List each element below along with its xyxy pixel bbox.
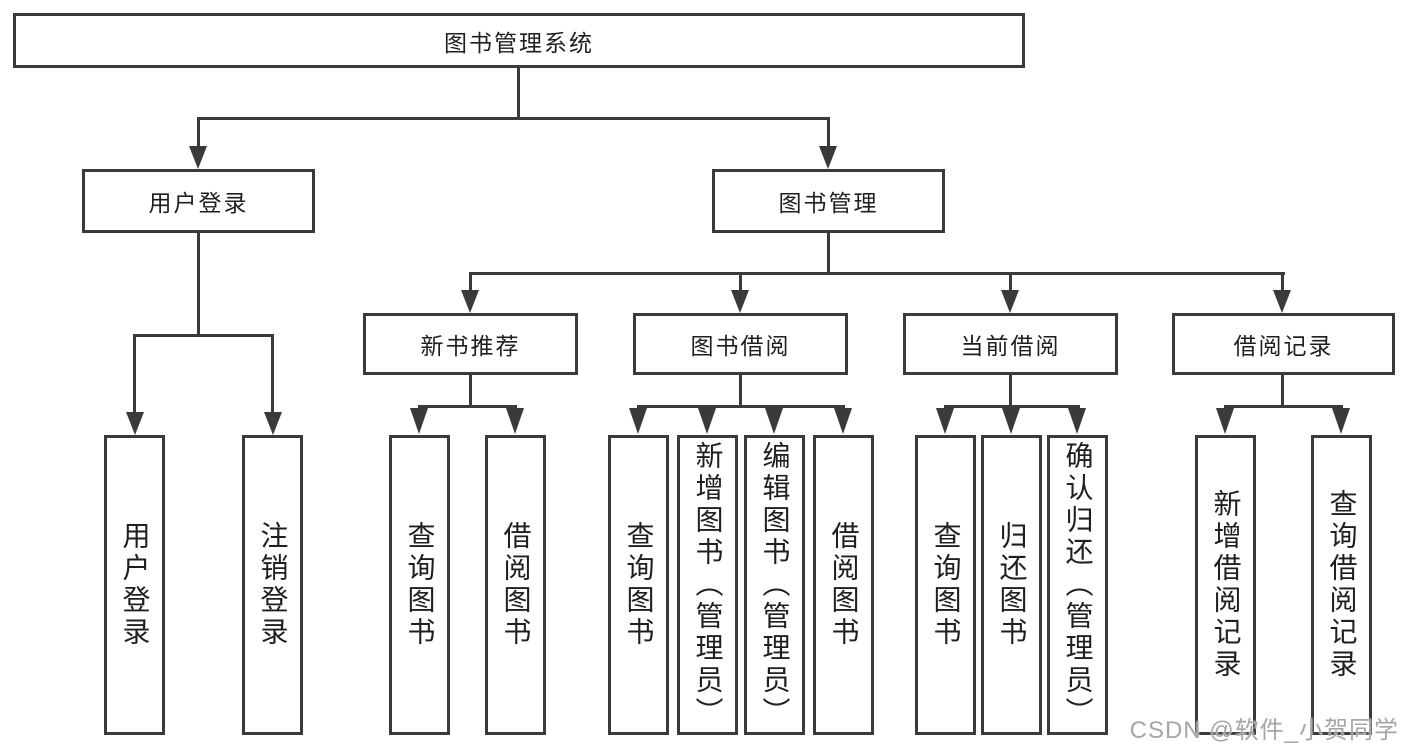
connector-line	[827, 233, 830, 274]
connector-line	[739, 272, 742, 292]
node-new-book-recommendation: 新书推荐	[363, 313, 578, 375]
node-user-login: 用户登录	[82, 169, 315, 233]
connector-line	[197, 117, 830, 120]
node-new-book-recommendation-label: 新书推荐	[420, 333, 521, 359]
leaf-borrow-add-books-admin-label: 新增图书（管理员）	[692, 441, 724, 729]
leaf-borrow-edit-books-admin-label: 编辑图书（管理员）	[759, 441, 791, 729]
node-library-management-system-label: 图书管理系统	[444, 29, 594, 56]
connector-line	[739, 375, 742, 406]
arrow-down-icon	[1216, 408, 1234, 434]
arrow-down-icon	[506, 408, 524, 434]
arrow-down-icon	[410, 408, 428, 434]
leaf-record-add-borrow-record: 新增借阅记录	[1195, 435, 1256, 735]
connector-line	[271, 334, 274, 414]
leaf-record-query-borrow-record-label: 查询借阅记录	[1326, 489, 1358, 681]
leaf-borrow-edit-books-admin: 编辑图书（管理员）	[744, 435, 805, 735]
connector-line	[197, 117, 200, 150]
leaf-current-return-books-label: 归还图书	[996, 521, 1028, 649]
arrow-down-icon	[765, 408, 783, 434]
node-book-management-label: 图书管理	[778, 190, 879, 216]
node-user-login-label: 用户登录	[148, 190, 249, 216]
leaf-current-query-books: 查询图书	[915, 435, 976, 735]
leaf-current-query-books-label: 查询图书	[930, 521, 962, 649]
arrow-down-icon	[936, 408, 954, 434]
arrow-down-icon	[629, 408, 647, 434]
arrow-down-icon	[461, 290, 479, 313]
leaf-record-add-borrow-record-label: 新增借阅记录	[1210, 489, 1242, 681]
leaf-current-confirm-return-admin: 确认归还（管理员）	[1047, 435, 1108, 735]
connector-line	[1281, 272, 1284, 292]
leaf-user-login: 用户登录	[104, 435, 165, 735]
node-current-borrowing-label: 当前借阅	[960, 333, 1061, 359]
connector-line	[1009, 272, 1012, 292]
leaf-borrow-query-books-label: 查询图书	[623, 521, 655, 649]
arrow-down-icon	[819, 146, 837, 169]
leaf-borrow-borrow-books: 借阅图书	[813, 435, 874, 735]
leaf-recommend-query-books-label: 查询图书	[404, 521, 436, 649]
leaf-logout-label: 注销登录	[257, 521, 289, 649]
arrow-down-icon	[698, 408, 716, 434]
leaf-user-login-label: 用户登录	[119, 521, 151, 649]
leaf-borrow-add-books-admin: 新增图书（管理员）	[677, 435, 738, 735]
connector-line	[1224, 405, 1343, 408]
arrow-down-icon	[834, 408, 852, 434]
leaf-borrow-query-books: 查询图书	[608, 435, 669, 735]
arrow-down-icon	[731, 290, 749, 313]
arrow-down-icon	[1332, 408, 1350, 434]
node-borrowing-records-label: 借阅记录	[1233, 333, 1334, 359]
connector-line	[133, 334, 136, 414]
node-current-borrowing: 当前借阅	[903, 313, 1118, 375]
connector-line	[418, 405, 517, 408]
node-book-borrowing-label: 图书借阅	[690, 333, 791, 359]
connector-line	[469, 272, 1285, 275]
leaf-logout: 注销登录	[242, 435, 303, 735]
connector-line	[133, 334, 274, 337]
connector-line	[944, 405, 1080, 408]
leaf-borrow-borrow-books-label: 借阅图书	[828, 521, 860, 649]
connector-line	[1009, 375, 1012, 406]
arrow-down-icon	[1273, 290, 1291, 313]
leaf-recommend-borrow-books-label: 借阅图书	[500, 521, 532, 649]
arrow-down-icon	[1001, 290, 1019, 313]
connector-line	[827, 117, 830, 150]
node-borrowing-records: 借阅记录	[1172, 313, 1395, 375]
connector-line	[517, 68, 520, 118]
connector-line	[1281, 375, 1284, 406]
leaf-recommend-query-books: 查询图书	[389, 435, 450, 735]
leaf-record-query-borrow-record: 查询借阅记录	[1311, 435, 1372, 735]
leaf-current-confirm-return-admin-label: 确认归还（管理员）	[1062, 441, 1094, 729]
arrow-down-icon	[264, 412, 282, 435]
arrow-down-icon	[126, 412, 144, 435]
node-library-management-system: 图书管理系统	[13, 13, 1025, 68]
arrow-down-icon	[1068, 408, 1086, 434]
connector-line	[469, 375, 472, 406]
csdn-watermark: CSDN @软件_小贺同学	[1129, 717, 1399, 744]
connector-line	[197, 233, 200, 335]
arrow-down-icon	[1002, 408, 1020, 434]
connector-line	[469, 272, 472, 292]
node-book-management: 图书管理	[712, 169, 945, 233]
leaf-current-return-books: 归还图书	[981, 435, 1042, 735]
leaf-recommend-borrow-books: 借阅图书	[485, 435, 546, 735]
arrow-down-icon	[189, 146, 207, 169]
node-book-borrowing: 图书借阅	[633, 313, 848, 375]
connector-line	[637, 405, 845, 408]
